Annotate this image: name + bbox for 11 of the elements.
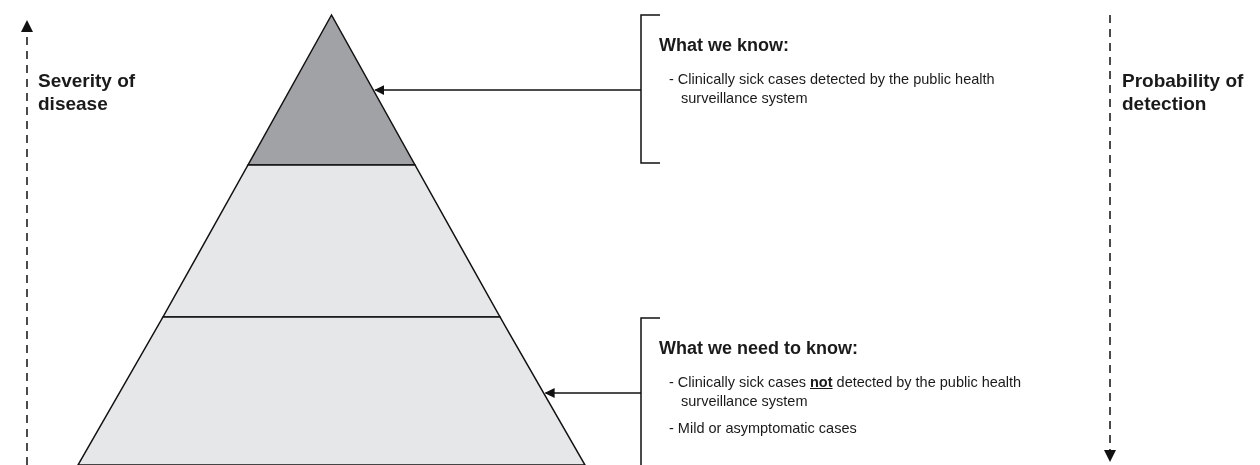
arrow xyxy=(374,85,642,95)
section-heading: What we need to know: xyxy=(659,338,859,359)
list-item: - Clinically sick cases not detected by the public health surveillance system xyxy=(668,373,1023,411)
list-item: - Mild or asymptomatic cases xyxy=(668,419,858,438)
pyramid-tier xyxy=(78,317,585,465)
section-heading: What we know: xyxy=(659,35,790,56)
list-item: - Clinically sick cases detected by the public health surveillance system xyxy=(668,70,996,108)
axis-label: Severity of disease xyxy=(38,69,137,115)
axis-label: Probability of detection xyxy=(1122,69,1245,115)
arrow xyxy=(544,388,642,398)
pyramid-tier xyxy=(163,165,500,317)
